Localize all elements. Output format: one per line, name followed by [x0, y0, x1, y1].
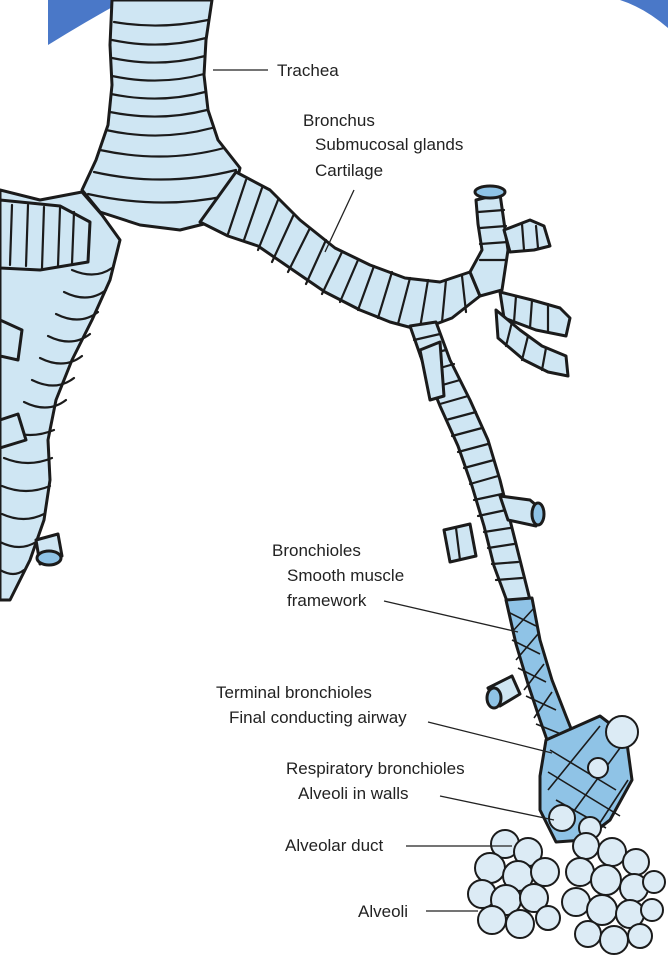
corner-accent-right [620, 0, 668, 28]
label-framework: framework [287, 591, 367, 610]
left-bronchus-drawing [0, 190, 120, 600]
label-smooth-muscle: Smooth muscle [287, 566, 404, 585]
terminal-bronchioles-drawing [540, 716, 638, 842]
label-alveolar-duct: Alveolar duct [285, 836, 384, 855]
label-bronchioles: Bronchioles [272, 541, 361, 560]
label-respiratory-bronchioles: Respiratory bronchioles [286, 759, 465, 778]
label-terminal-bronchioles: Terminal bronchioles [216, 683, 372, 702]
right-bronchus-drawing [200, 172, 480, 330]
alveoli-cluster-drawing [468, 830, 665, 954]
label-final-conducting-airway: Final conducting airway [229, 708, 407, 727]
label-submucosal-glands: Submucosal glands [315, 135, 463, 154]
descending-bronchus-drawing [410, 322, 544, 604]
trachea-drawing [82, 0, 240, 230]
label-trachea: Trachea [277, 61, 339, 80]
label-cartilage: Cartilage [315, 161, 383, 180]
upper-right-branches-drawing [470, 186, 570, 376]
label-bronchus: Bronchus [303, 111, 375, 130]
label-alveoli-in-walls: Alveoli in walls [298, 784, 409, 803]
label-alveoli: Alveoli [358, 902, 408, 921]
